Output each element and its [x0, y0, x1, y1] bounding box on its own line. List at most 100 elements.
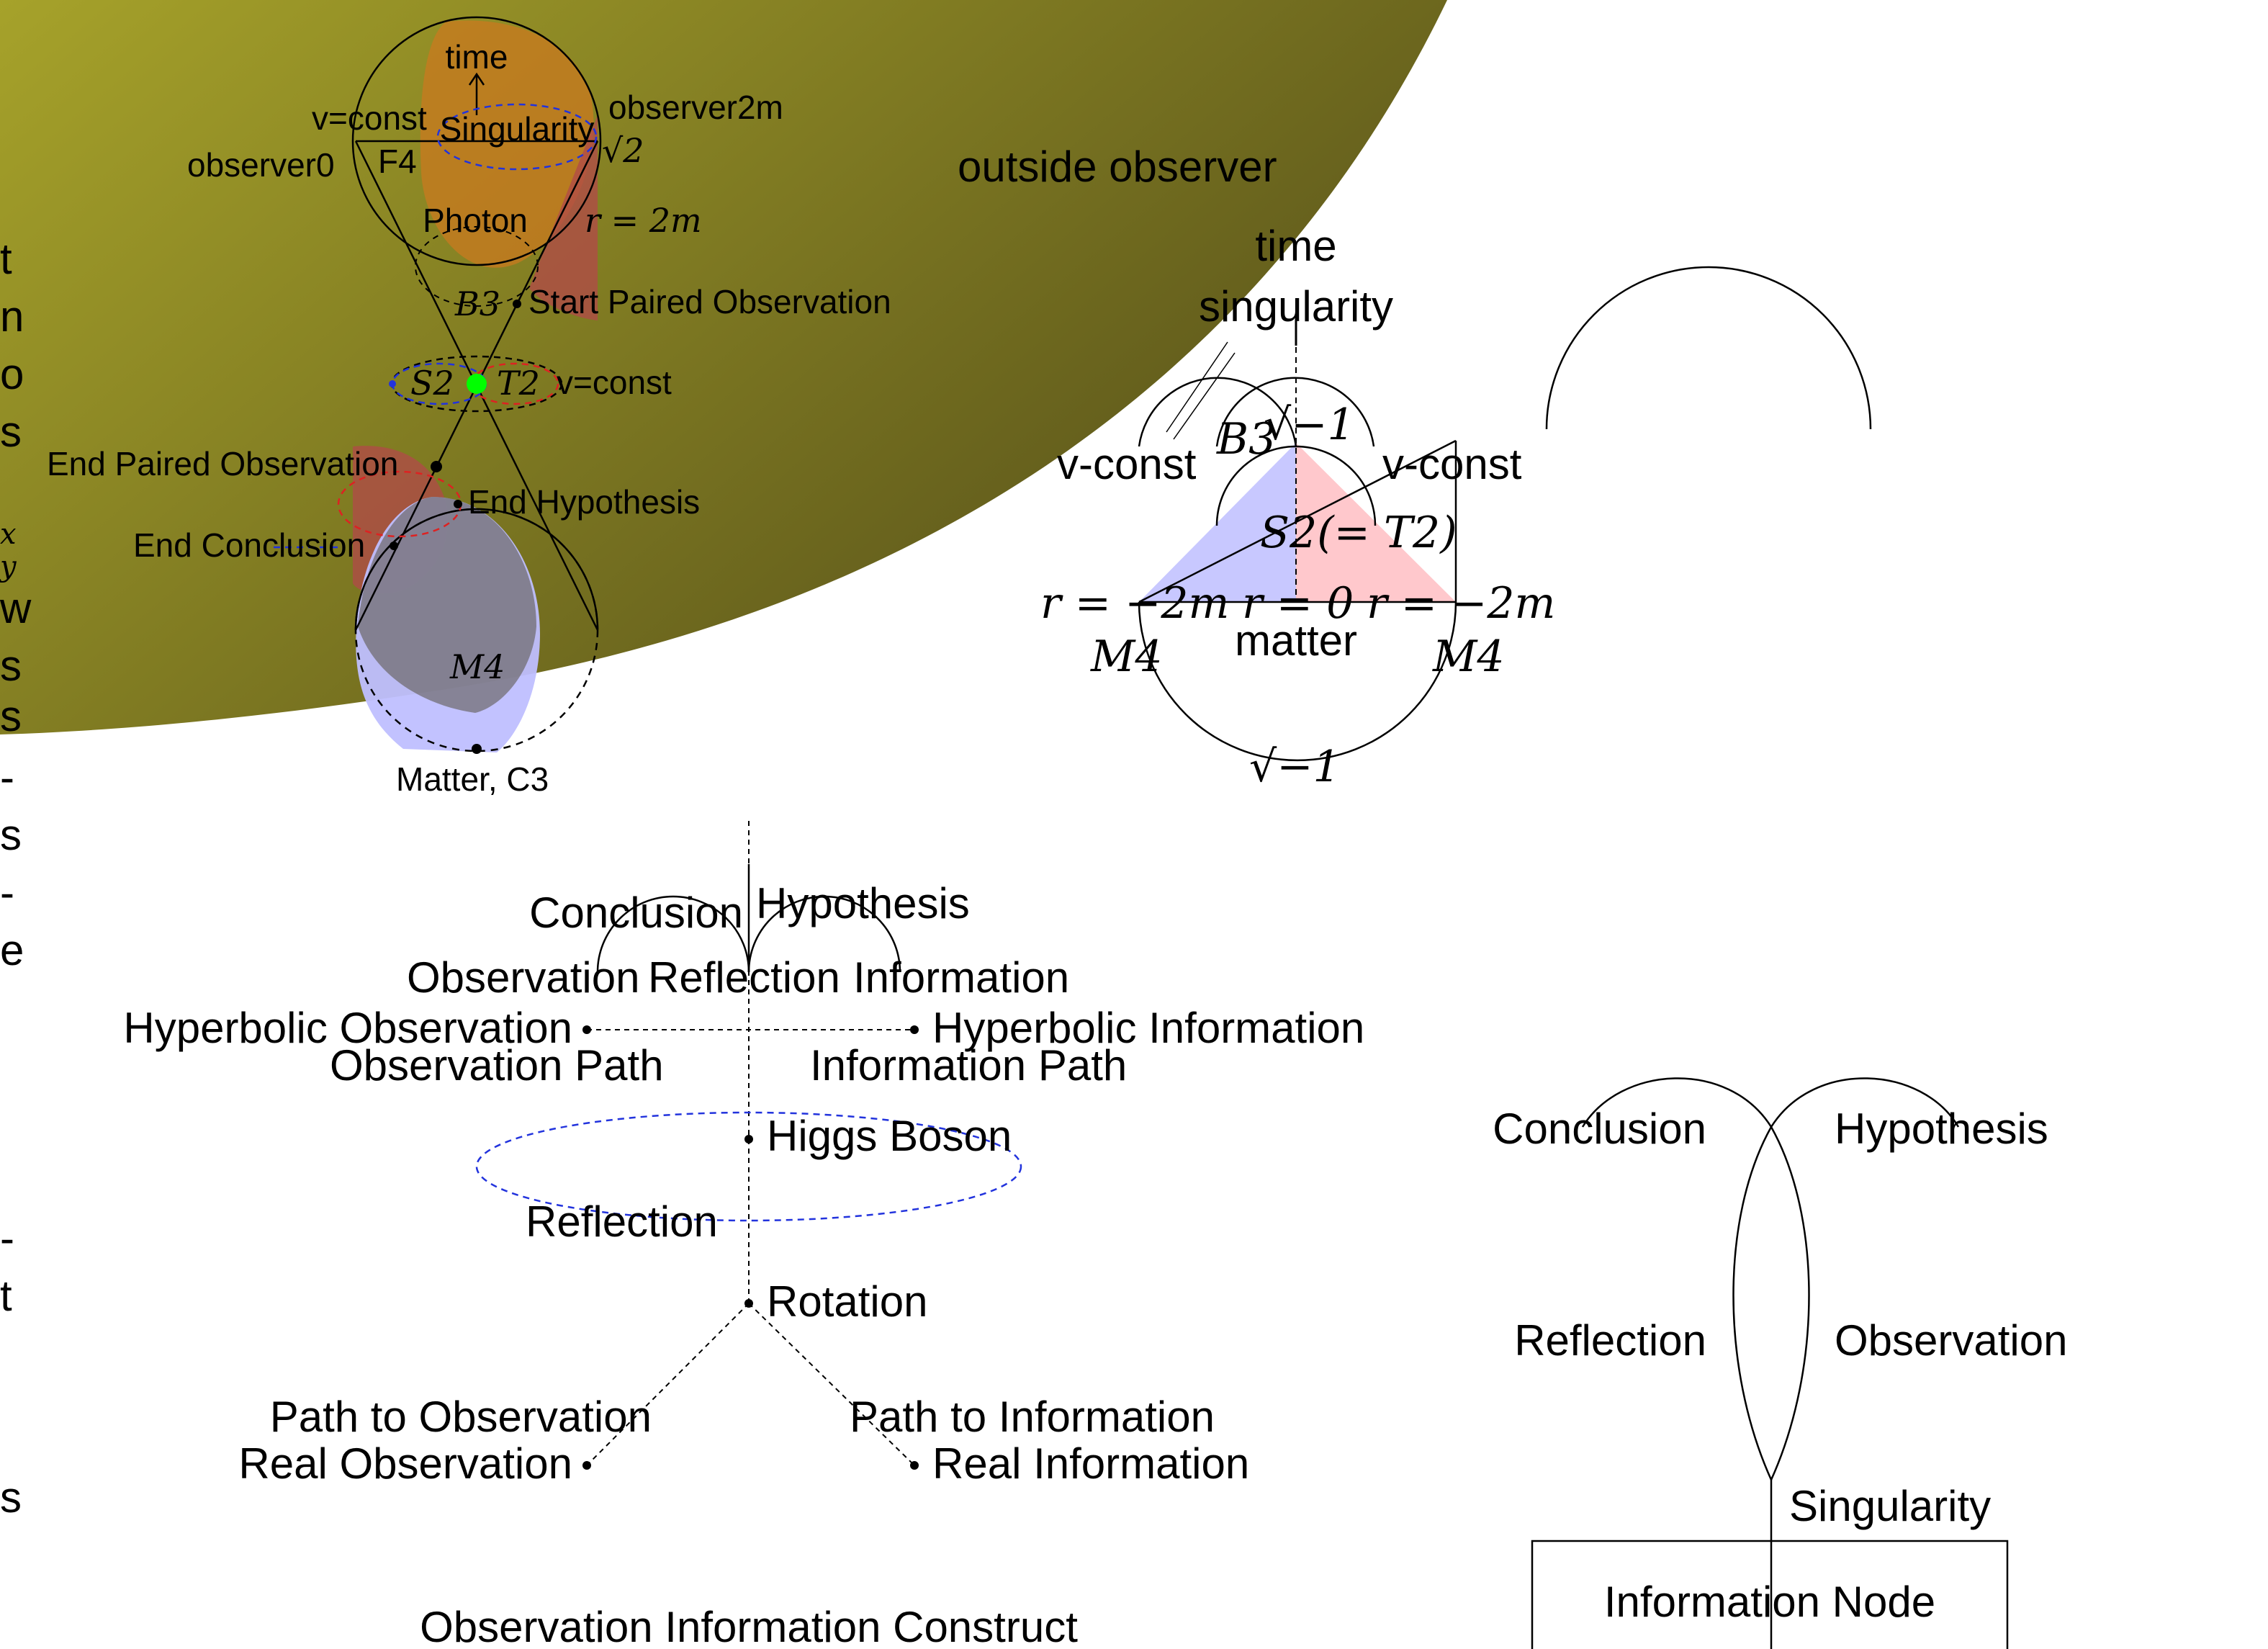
end-hypothesis-label: End Hypothesis: [468, 483, 700, 521]
matter-dot: [472, 744, 482, 754]
penrose-diagram: outside observer time singularity B3 √−1…: [958, 143, 1555, 792]
information-node-label: Information Node: [1604, 1578, 1935, 1626]
diagonal-line: [1138, 439, 1457, 603]
real-observation-label: Real Observation: [238, 1439, 572, 1488]
left-edge-fragments: t n o s x y w s s - s - e - t s: [0, 235, 32, 1522]
hyperbolic-information-label: Hyperbolic Information: [932, 1004, 1364, 1052]
edge-fragment: -: [0, 1214, 14, 1262]
hourglass-diagram: time v=const Singularity observer2m √2 o…: [47, 16, 891, 798]
hyperbolic-observation-label: Hyperbolic Observation: [123, 1004, 572, 1052]
edge-fragment: s: [0, 642, 22, 690]
edge-fragment: n: [0, 292, 24, 341]
edge-fragment: s: [0, 408, 22, 456]
v-const-left-label: v-const: [1057, 440, 1197, 488]
path-to-observation-label: Path to Observation: [270, 1393, 652, 1441]
blue-left-dot: [389, 380, 396, 387]
upper-arc-right: [1215, 377, 1375, 447]
arrow-line-1: [1166, 341, 1228, 433]
information-path-label: Information Path: [810, 1041, 1127, 1089]
construct-hypothesis-label: Hypothesis: [756, 879, 970, 927]
start-paired-dot: [513, 300, 521, 308]
v-const-right-label: v-const: [1382, 440, 1522, 488]
construct-title: Observation Information Construct: [420, 1603, 1078, 1649]
top-circle: [351, 16, 602, 266]
start-paired-observation-label: Start Paired Observation: [528, 283, 891, 320]
edge-fragment: s: [0, 692, 22, 740]
node-hypothesis-label: Hypothesis: [1835, 1105, 2048, 1153]
edge-fragment: o: [0, 350, 24, 398]
time-arrow-head: [468, 72, 485, 86]
singularity-ellipse: [436, 103, 598, 171]
construct-reflection-top-label: Reflection: [648, 953, 840, 1002]
v-const-mid-label: v=const: [557, 364, 672, 401]
photon-label: Photon: [423, 202, 528, 239]
path-to-information-label: Path to Information: [850, 1393, 1215, 1441]
node-singularity-label: Singularity: [1789, 1482, 1991, 1530]
rotation-dot: [744, 1299, 753, 1308]
matter-c3-label: Matter, C3: [396, 760, 549, 798]
edge-fragment: t: [0, 1272, 12, 1320]
real-information-label: Real Information: [932, 1439, 1249, 1488]
penrose-singularity-label: singularity: [1199, 282, 1393, 331]
path-to-observation-line: [586, 1303, 750, 1466]
arrow-line-2: [1173, 352, 1236, 440]
edge-fragment: s: [0, 811, 22, 859]
edge-fragment: t: [0, 235, 12, 283]
end-paired-dot: [431, 461, 442, 472]
higgs-boson-dot: [744, 1135, 753, 1143]
r-minus-2m-left-label: r = −2m: [1040, 578, 1229, 629]
r-2m-label: r = 2m: [585, 201, 702, 240]
node-arc-left: [1581, 1077, 1773, 1128]
real-information-dot: [910, 1461, 919, 1470]
v-const-top-label: v=const: [312, 99, 427, 137]
node-lens-right: [1770, 1126, 1810, 1480]
sqrt-minus-1-bottom-label: √−1: [1249, 742, 1341, 792]
isolated-arc: [1545, 266, 1872, 430]
m4-label: M4: [449, 647, 505, 686]
outside-observer-label: outside observer: [958, 143, 1277, 191]
node-reflection-label: Reflection: [1514, 1316, 1706, 1365]
edge-fragment: -: [0, 868, 14, 917]
node-conclusion-label: Conclusion: [1493, 1105, 1706, 1153]
time-label: time: [446, 38, 508, 76]
edge-fragment: x: [0, 518, 17, 551]
observer-2m-label: observer2m: [608, 89, 783, 126]
penrose-time-label: time: [1255, 222, 1336, 270]
construct-reflection-label: Reflection: [526, 1198, 718, 1246]
m4-right-label: M4: [1432, 632, 1505, 682]
t2-label: T2: [497, 364, 540, 403]
edge-fragment: -: [0, 753, 14, 801]
end-conclusion-label: End Conclusion: [133, 526, 365, 564]
construct-information-label: Information: [853, 953, 1069, 1002]
s2-label: S2: [410, 364, 454, 403]
bottom-arc: [354, 508, 599, 631]
higgs-boson-label: Higgs Boson: [767, 1112, 1012, 1160]
singularity-label: Singularity: [440, 110, 595, 148]
m4-left-label: M4: [1090, 632, 1163, 682]
photon-sphere-dashed: [415, 226, 539, 307]
sqrt-minus-1-top-label: √−1: [1264, 400, 1355, 450]
matter-shadow-region: [358, 497, 536, 713]
reflection-arc-right: [747, 895, 901, 973]
photon-region: [529, 115, 598, 320]
edge-fragment: y: [0, 550, 17, 583]
observation-information-construct: Conclusion Hypothesis Observation Reflec…: [123, 821, 1364, 1649]
node-arc-right: [1770, 1077, 1960, 1128]
rotation-label: Rotation: [767, 1277, 927, 1326]
inner-arc: [1215, 445, 1377, 526]
information-node-box: [1531, 1540, 2009, 1649]
hyperbolic-observation-dot: [582, 1025, 591, 1034]
reflection-arc-left: [596, 895, 750, 973]
s2-t2-label: S2(= T2): [1260, 508, 1457, 558]
end-conclusion-dot: [390, 542, 398, 550]
r-minus-2m-right-label: r = −2m: [1367, 578, 1555, 629]
r-0-label: r = 0: [1242, 578, 1354, 629]
center-green-dot: [467, 374, 487, 394]
observer-0-label: observer0: [187, 146, 335, 184]
matter-label: matter: [1235, 616, 1357, 665]
hyperbolic-information-dot: [910, 1025, 919, 1034]
information-node-diagram: Conclusion Hypothesis Reflection Observa…: [1493, 1077, 2068, 1649]
sqrt2-label: √2: [602, 131, 644, 170]
real-observation-dot: [582, 1461, 591, 1470]
